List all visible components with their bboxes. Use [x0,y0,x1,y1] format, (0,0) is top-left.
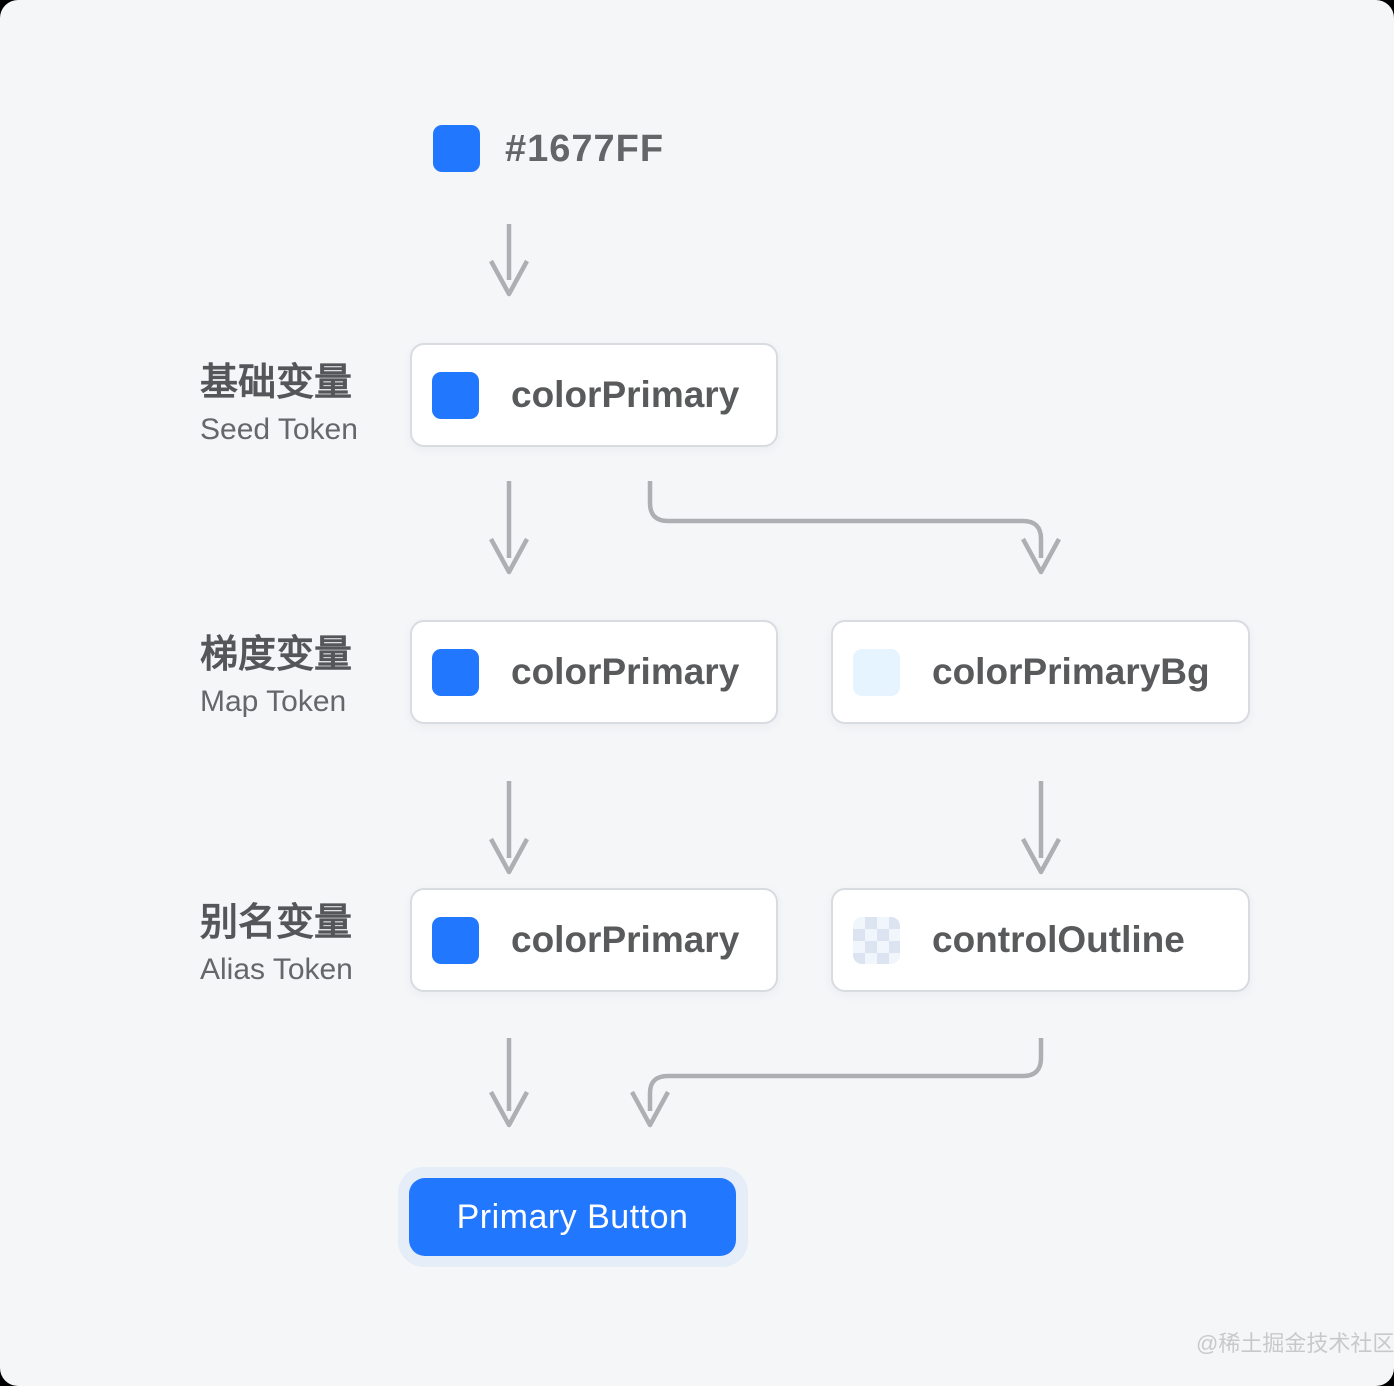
alias-token-title-zh: 别名变量 [200,902,353,944]
arrow-map-to-alias-right [1021,781,1061,875]
primary-button[interactable]: Primary Button [409,1178,736,1256]
alias-token-title-en: Alias Token [200,953,353,986]
alias-controloutline-box: controlOutline [831,888,1250,992]
alias-token-row-label: 别名变量 Alias Token [200,900,400,990]
arrow-seed-to-map-left [489,481,529,575]
token-label: colorPrimary [511,919,740,960]
blue-color-swatch-icon [432,648,479,696]
seed-colorprimary-box: colorPrimary [410,343,778,447]
transparency-checker-swatch-icon [853,916,900,964]
token-label: controlOutline [932,919,1185,960]
blue-color-swatch-icon [432,371,479,419]
token-label: colorPrimary [511,651,740,692]
blue-color-swatch-icon [432,916,479,964]
arrow-seed-value-to-seed [489,224,529,297]
seed-token-row-label: 基础变量 Seed Token [200,360,400,450]
token-label: colorPrimaryBg [932,651,1210,692]
arrow-alias-to-button-left [489,1038,529,1128]
alias-colorprimary-box: colorPrimary [410,888,778,992]
map-token-title-zh: 梯度变量 [200,634,353,676]
token-label: colorPrimary [511,374,740,415]
map-token-title-en: Map Token [200,685,347,718]
map-colorprimarybg-box: colorPrimaryBg [831,620,1250,724]
map-token-row-label: 梯度变量 Map Token [200,632,400,722]
map-colorprimary-box: colorPrimary [410,620,778,724]
arrow-seed-to-map-right-branch [647,481,1061,575]
seed-value-color-swatch-icon [433,125,480,172]
seed-value-hex-label: #1677FF [505,128,665,170]
light-blue-color-swatch-icon [853,648,900,696]
watermark-text: @稀土掘金技术社区 [1196,1331,1394,1356]
seed-token-title-zh: 基础变量 [200,362,353,404]
arrow-alias-right-to-button-merge [630,1038,1044,1128]
arrow-map-to-alias-left [489,781,529,875]
seed-token-title-en: Seed Token [200,413,358,446]
